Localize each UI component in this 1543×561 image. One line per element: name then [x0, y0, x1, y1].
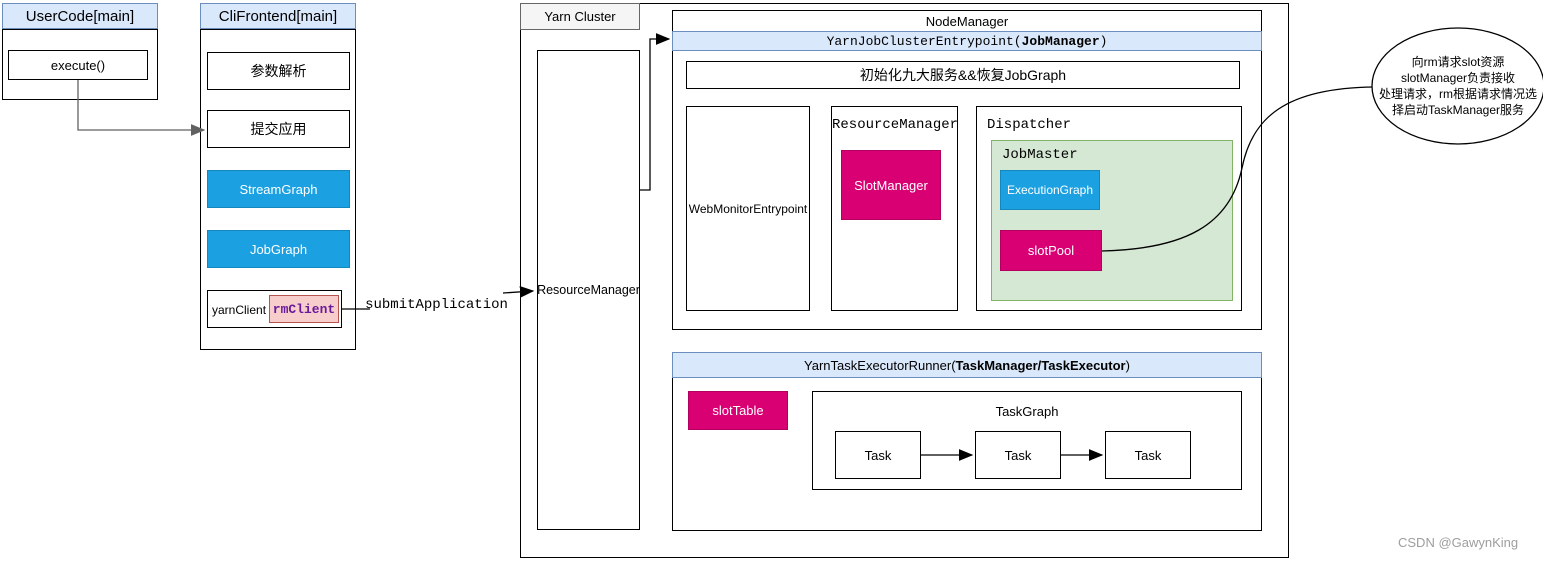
yarn-cluster-tab-label: Yarn Cluster [544, 9, 616, 24]
jobcluster-entrypoint-band: YarnJobClusterEntrypoint(JobManager) [672, 31, 1262, 51]
taskexecutor-band: YarnTaskExecutorRunner(TaskManager/TaskE… [672, 352, 1262, 378]
yarnclient-box: yarnClient rmClient [207, 290, 342, 328]
webmonitor-label: WebMonitorEntrypoint [688, 201, 808, 216]
param-parse-label: 参数解析 [250, 63, 307, 79]
task-label-3: Task [1134, 447, 1162, 463]
execute-box: execute() [8, 50, 148, 80]
rm-column-title: ResourceManager [832, 117, 959, 133]
param-parse-box: 参数解析 [207, 52, 350, 90]
rmclient-label: rmClient [272, 301, 336, 317]
jobmaster-title: JobMaster [1002, 147, 1078, 163]
taskexecutor-bold: TaskManager/TaskExecutor [955, 357, 1126, 373]
init-services-label: 初始化九大服务&&恢复JobGraph [859, 67, 1067, 83]
streamgraph-box: StreamGraph [207, 170, 350, 208]
annotation-line-3: 处理请求，rm根据请求情况选 [1379, 87, 1537, 101]
submit-application-label-box: submitApplication [365, 285, 508, 325]
taskexecutor-suffix: ) [1125, 357, 1130, 373]
nodemanager-title: NodeManager [925, 14, 1009, 29]
clifrontend-title: CliFrontend[main] [218, 7, 338, 25]
annotation-line-4: 择启动TaskManager服务 [1391, 103, 1525, 117]
yarn-resourcemanager-box: ResourceManager [537, 50, 640, 530]
webmonitor-box: WebMonitorEntrypoint [686, 106, 810, 311]
taskexecutor-prefix: YarnTaskExecutorRunner( [804, 357, 956, 373]
annotation-line-2: slotManager负责接收 [1400, 71, 1516, 85]
jobgraph-label: JobGraph [249, 241, 308, 257]
streamgraph-label: StreamGraph [239, 181, 318, 197]
submit-app-step-label: 提交应用 [250, 121, 307, 137]
task-box-2: Task [975, 431, 1061, 479]
jobmaster-box: JobMaster [991, 140, 1233, 301]
yarnclient-label: yarnClient [212, 303, 267, 317]
annotation-line-1: 向rm请求slot资源 [1411, 55, 1505, 69]
jobgraph-box: JobGraph [207, 230, 350, 268]
slotmanager-label: SlotManager [854, 177, 928, 193]
yarn-resourcemanager-label: ResourceManager [537, 283, 640, 297]
slotpool-box: slotPool [1000, 230, 1102, 271]
entrypoint-suffix: ) [1099, 33, 1108, 49]
taskgraph-title: TaskGraph [995, 404, 1059, 419]
task-box-3: Task [1105, 431, 1191, 479]
executiongraph-box: ExecutionGraph [1000, 170, 1100, 210]
slottable-label: slotTable [712, 403, 764, 418]
entrypoint-bold: JobManager [1021, 33, 1100, 49]
task-box-1: Task [835, 431, 921, 479]
clifrontend-header: CliFrontend[main] [200, 3, 356, 29]
slotmanager-box: SlotManager [841, 150, 941, 220]
watermark: CSDN @GawynKing [1398, 535, 1519, 550]
dispatcher-title: Dispatcher [987, 117, 1072, 133]
usercode-title: UserCode[main] [25, 7, 135, 25]
init-services-box: 初始化九大服务&&恢复JobGraph [686, 61, 1240, 89]
task-label-2: Task [1004, 447, 1032, 463]
entrypoint-prefix: YarnJobClusterEntrypoint( [826, 33, 1022, 49]
annotation-text: 向rm请求slot资源 slotManager负责接收 处理请求，rm根据请求情… [1368, 54, 1543, 118]
usercode-header: UserCode[main] [2, 3, 158, 29]
execute-label: execute() [50, 57, 106, 73]
submit-application-label: submitApplication [365, 297, 508, 313]
task-label-1: Task [864, 447, 892, 463]
slottable-box: slotTable [688, 391, 788, 430]
slotpool-label: slotPool [1027, 243, 1075, 258]
executiongraph-label: ExecutionGraph [1006, 183, 1094, 197]
rmclient-box: rmClient [269, 295, 339, 323]
submit-app-step-box: 提交应用 [207, 110, 350, 148]
yarn-cluster-tab: Yarn Cluster [520, 3, 640, 30]
